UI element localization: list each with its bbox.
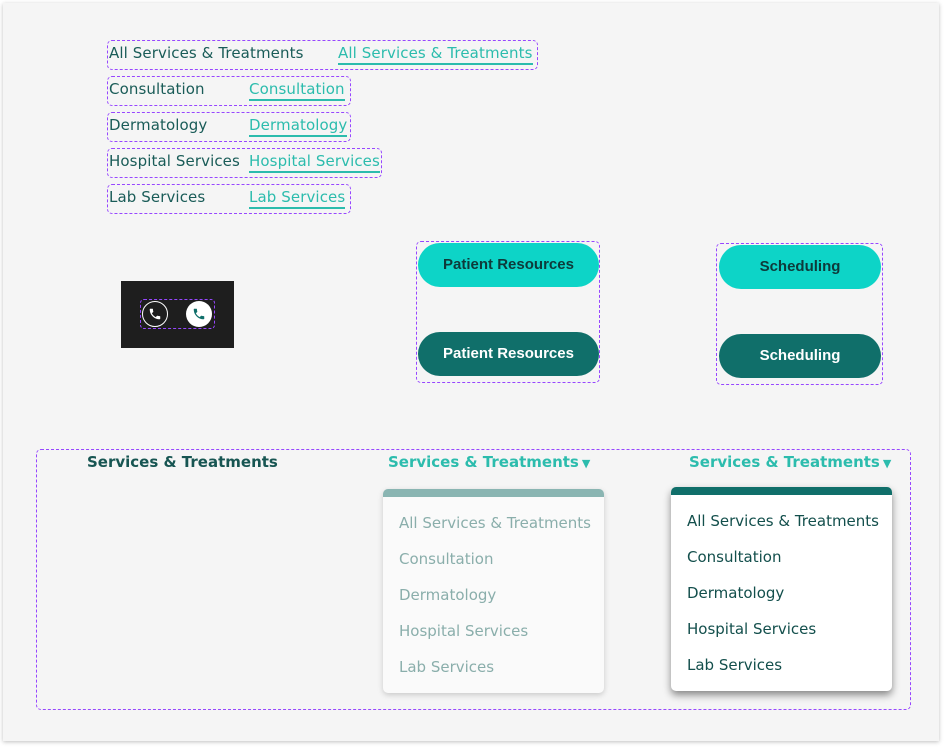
link-default[interactable]: Dermatology — [109, 116, 208, 134]
link-frame-hospital — [107, 148, 382, 178]
services-dropdown-active: All Services & Treatments Consultation D… — [671, 487, 892, 691]
link-row-hospital-services: Hospital Services Hospital Services — [107, 148, 382, 178]
dropdown-item[interactable]: Lab Services — [687, 656, 783, 674]
link-default[interactable]: Hospital Services — [109, 152, 240, 170]
dropdown-item[interactable]: Lab Services — [399, 658, 495, 676]
dropdown-item[interactable]: All Services & Treatments — [687, 512, 879, 530]
link-frame-lab — [107, 184, 351, 214]
link-row-all-services: All Services & Treatments All Services &… — [107, 40, 538, 70]
link-frame-all — [107, 40, 538, 70]
scheduling-button-default[interactable]: Scheduling — [719, 245, 881, 289]
services-nav-label: Services & Treatments — [87, 453, 278, 471]
phone-filled-icon[interactable] — [186, 301, 212, 327]
services-dropdown-disabled: All Services & Treatments Consultation D… — [383, 489, 604, 693]
link-frame-dermatology — [107, 112, 351, 142]
dropdown-item[interactable]: Hospital Services — [687, 620, 817, 638]
link-default[interactable]: Lab Services — [109, 188, 206, 206]
scheduling-button-hover[interactable]: Scheduling — [719, 334, 881, 378]
link-row-consultation: Consultation Consultation — [107, 76, 351, 106]
phone-icon-background — [121, 281, 234, 348]
link-hover[interactable]: Dermatology — [249, 116, 348, 137]
link-frame-consultation — [107, 76, 351, 106]
link-hover[interactable]: Lab Services — [249, 188, 346, 209]
services-nav-default[interactable]: Services & Treatments — [87, 453, 278, 471]
link-hover[interactable]: Hospital Services — [249, 152, 380, 173]
link-row-lab-services: Lab Services Lab Services — [107, 184, 351, 214]
link-row-dermatology: Dermatology Dermatology — [107, 112, 351, 142]
services-nav-label: Services & Treatments — [388, 453, 579, 471]
dropdown-item[interactable]: Consultation — [399, 550, 494, 568]
link-default[interactable]: All Services & Treatments — [109, 44, 304, 62]
services-nav-open-light[interactable]: Services & Treatments▼ — [388, 453, 590, 471]
services-nav-frame — [36, 449, 911, 710]
patient-resources-button-default[interactable]: Patient Resources — [418, 243, 599, 287]
dropdown-item[interactable]: Consultation — [687, 548, 782, 566]
patient-resources-button-hover[interactable]: Patient Resources — [418, 332, 599, 376]
services-nav-open-dark[interactable]: Services & Treatments▼ — [689, 453, 891, 471]
caret-down-icon: ▼ — [882, 457, 892, 470]
scheduling-frame — [716, 243, 883, 385]
phone-outline-icon[interactable] — [142, 301, 168, 327]
link-hover[interactable]: All Services & Treatments — [338, 44, 533, 65]
patient-resources-frame — [416, 241, 600, 383]
dropdown-item[interactable]: All Services & Treatments — [399, 514, 591, 532]
dropdown-item[interactable]: Hospital Services — [399, 622, 529, 640]
caret-down-icon: ▼ — [581, 457, 591, 470]
dropdown-item[interactable]: Dermatology — [399, 586, 497, 604]
link-hover[interactable]: Consultation — [249, 80, 345, 101]
link-default[interactable]: Consultation — [109, 80, 205, 98]
phone-icon-frame — [140, 299, 215, 329]
services-nav-label: Services & Treatments — [689, 453, 880, 471]
dropdown-item[interactable]: Dermatology — [687, 584, 785, 602]
